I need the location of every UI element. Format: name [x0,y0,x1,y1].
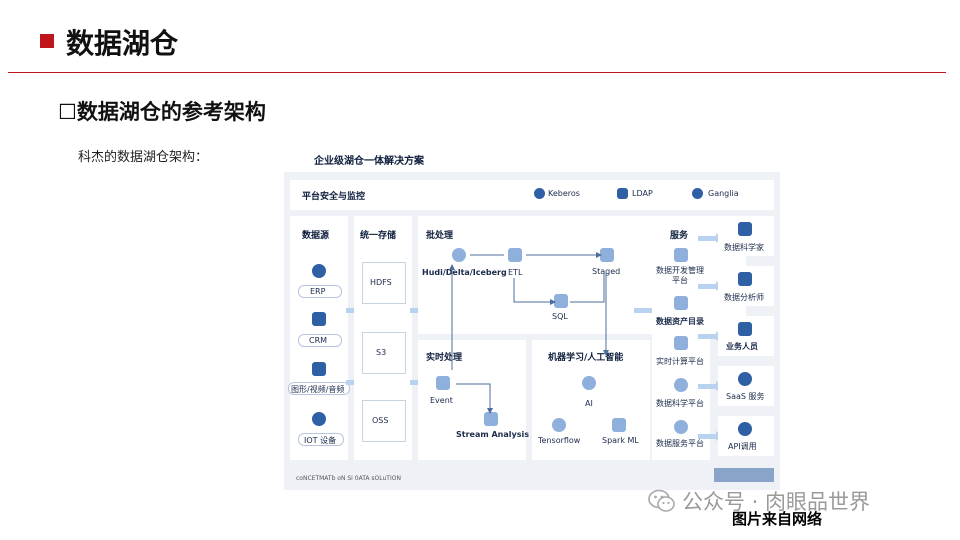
service-data-service: 数据服务平台 [656,439,704,448]
diagram-footer: coNCETMATb oN Si 0ATA sOLuTION [296,475,401,482]
data-sources-label: 数据源 [302,231,330,241]
source-note: 图片来自网络 [732,510,823,528]
user-analyst: 数据分析师 [724,293,764,302]
user-business: 业务人员 [726,342,758,351]
event-icon [436,376,450,390]
watermark-text: 公众号 · 肉眼品世界 [682,490,871,514]
arrowhead-stream [487,408,493,414]
line-event-stream [456,383,491,410]
line-sql-staged [570,274,605,303]
service-science-platform: 数据科学平台 [656,399,704,408]
dev-platform-icon [674,248,688,262]
arrowhead-staged [596,252,602,258]
realtime-event: Event [430,396,453,405]
wechat-icon [648,489,675,512]
storage-oss: OSS [372,416,389,425]
ml-ai: AI [585,399,593,408]
arrow-users-1 [698,233,722,243]
ml-label: 机器学习/人工智能 [548,353,624,363]
saas-icon [738,372,752,386]
batch-label: 批处理 [426,231,454,241]
source-media: 图形/视频/音频 [291,385,345,394]
media-icon [312,362,326,376]
security-item-keberos: Keberos [548,189,580,198]
arrow-batch-services [634,305,658,315]
page-title: 数据湖仓 [66,27,179,60]
intro-text: 科杰的数据湖仓架构： [78,150,209,165]
source-crm: CRM [309,336,328,345]
ml-panel [532,340,650,460]
business-user-icon [738,322,752,336]
user-api: API调用 [728,442,757,451]
science-platform-icon [674,378,688,392]
section-heading: ☐数据湖仓的参考架构 [58,100,266,124]
analyst-icon [738,272,752,286]
storage-hdfs: HDFS [370,278,392,287]
diagram-connectors [449,252,609,414]
realtime-platform-icon [674,336,688,350]
realtime-label: 实时处理 [426,353,463,363]
crm-icon [312,312,326,326]
realtime-stream: Stream Analysis [456,430,529,439]
security-label: 平台安全与监控 [302,192,366,202]
ml-tensorflow: Tensorflow [538,436,581,445]
etl-icon [508,248,522,262]
tensorflow-icon [552,418,566,432]
crm-pill [298,334,342,347]
scientist-icon [738,222,752,236]
ml-spark: Spark ML [602,436,639,445]
batch-etl: ETL [508,268,523,277]
iot-icon [312,412,326,426]
stream-icon [484,412,498,426]
security-item-ldap: LDAP [632,189,653,198]
user-saas: SaaS 服务 [726,392,765,401]
diagram-title-bar [284,144,780,172]
service-dev-platform: 数据开发管理 平台 [656,266,704,285]
oss-box [362,400,406,442]
erp-pill [298,285,342,298]
services-label: 服务 [670,231,689,241]
arrow-users-3 [698,331,722,341]
staged-icon [600,248,614,262]
user-scientist: 数据科学家 [724,243,764,252]
line-etl-sql [513,278,550,303]
data-service-icon [674,420,688,434]
title-divider [8,72,946,73]
security-item-ganglia: Ganglia [708,189,739,198]
storage-label: 统一存储 [360,231,397,241]
footer-badge [714,468,774,482]
s3-box [362,332,406,374]
arrow-users-5 [698,431,722,441]
keberos-icon [534,188,545,199]
api-icon [738,422,752,436]
service-realtime-platform: 实时计算平台 [656,357,704,366]
arrowhead-ml [603,350,609,356]
source-iot: IOT 设备 [304,436,337,445]
architecture-diagram: 企业级湖仓一体解决方案 平台安全与监控 Keberos LDAP Ganglia… [284,144,780,490]
arrowhead-sql [550,299,556,305]
batch-staged: Staged [592,267,621,276]
batch-sql: SQL [552,312,568,321]
ldap-icon [617,188,628,199]
media-pill [288,382,350,395]
iot-pill [298,433,344,446]
arrow-users-2 [698,281,722,291]
service-asset-catalog: 数据资产目录 [656,317,704,326]
spark-icon [612,418,626,432]
ganglia-icon [692,188,703,199]
arrow-users-4 [698,381,722,391]
sql-icon [554,294,568,308]
ai-icon [582,376,596,390]
source-erp: ERP [310,287,326,296]
batch-hudi: Hudi/Delta/Iceberg [422,268,507,277]
diagram-title: 企业级湖仓一体解决方案 [314,156,424,167]
arrowhead-hudi [449,264,455,270]
erp-icon [312,264,326,278]
hudi-icon [452,248,466,262]
hdfs-box [362,262,406,304]
asset-catalog-icon [674,296,688,310]
storage-s3: S3 [376,348,387,357]
realtime-panel [418,340,526,460]
title-marker [40,34,54,48]
